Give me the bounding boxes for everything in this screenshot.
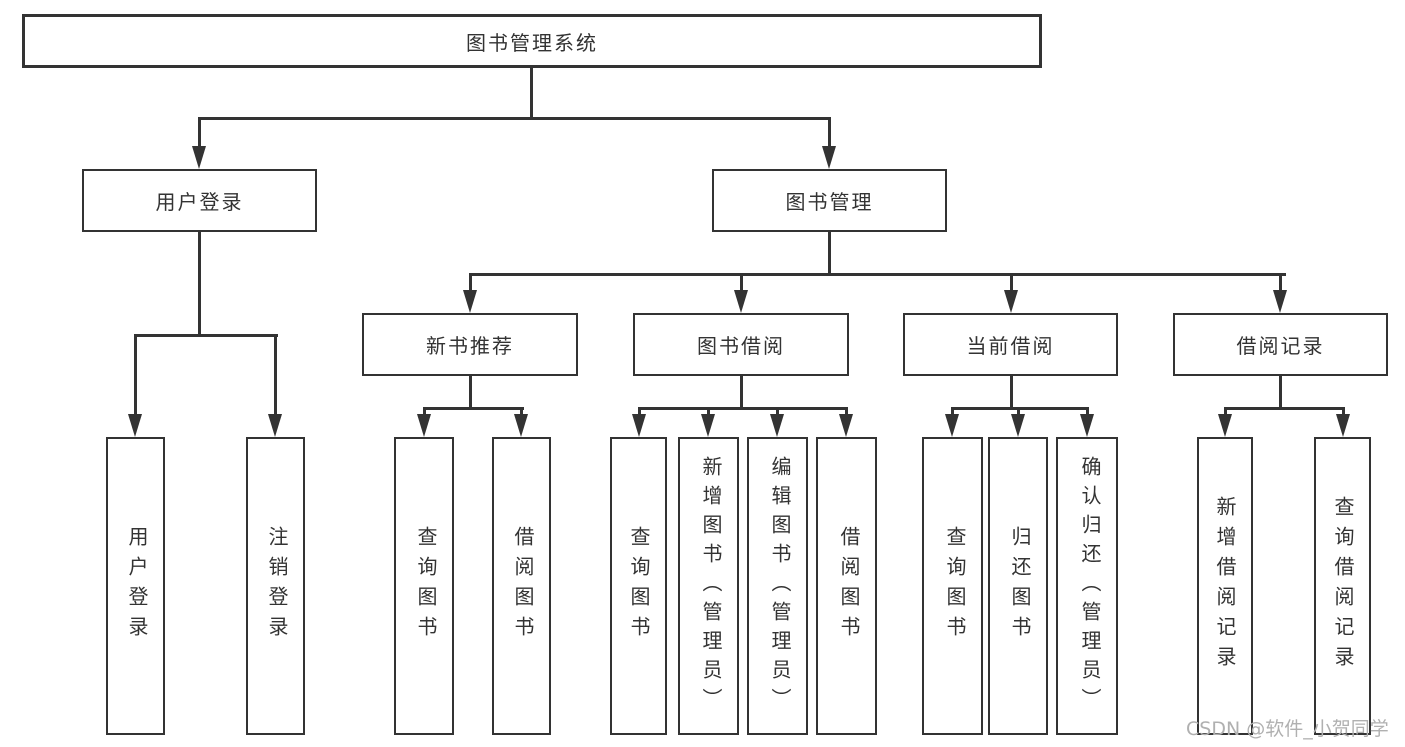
arrowhead-user-login bbox=[192, 146, 206, 169]
leaf-query-borrow-record: 查询借阅记录 bbox=[1314, 437, 1371, 735]
csdn-watermark: CSDN @软件_小贺同学 bbox=[1186, 718, 1389, 740]
arrowhead-leaf12 bbox=[1336, 414, 1350, 437]
connector-level2-bar bbox=[469, 273, 1286, 276]
arrowhead-leaf10 bbox=[1080, 414, 1094, 437]
node-label: 图书借阅 bbox=[697, 334, 785, 358]
arrowhead-leaf2 bbox=[417, 414, 431, 437]
connector-level1-bar bbox=[198, 117, 831, 120]
connector-user-login-bar bbox=[134, 334, 278, 337]
connector-arrow-leaf5-stem bbox=[707, 407, 710, 417]
arrowhead-recommend bbox=[463, 290, 477, 313]
node-user-login: 用户登录 bbox=[82, 169, 317, 232]
connector-arrow-current-stem bbox=[1010, 273, 1013, 293]
node-current-borrowing: 当前借阅 bbox=[903, 313, 1118, 376]
node-borrowing-records: 借阅记录 bbox=[1173, 313, 1388, 376]
arrowhead-leaf8 bbox=[945, 414, 959, 437]
connector-recommend-stem bbox=[469, 376, 472, 407]
node-root-library-system: 图书管理系统 bbox=[22, 14, 1042, 68]
node-new-book-recommend: 新书推荐 bbox=[362, 313, 578, 376]
connector-arrow-leaf-logout-stem bbox=[274, 334, 277, 416]
connector-records-bar bbox=[1224, 407, 1345, 410]
node-label: 借阅记录 bbox=[1236, 334, 1325, 358]
arrowhead-leaf4 bbox=[632, 414, 646, 437]
leaf-query-books-current: 查询图书 bbox=[922, 437, 983, 735]
connector-arrow-leaf6-stem bbox=[776, 407, 779, 417]
connector-arrow-leaf10-stem bbox=[1086, 407, 1089, 417]
arrowhead-leaf7 bbox=[839, 414, 853, 437]
leaf-edit-books-admin: 编辑图书（管理员） bbox=[747, 437, 808, 735]
leaf-add-borrow-record: 新增借阅记录 bbox=[1197, 437, 1253, 735]
leaf-query-books-recommend: 查询图书 bbox=[394, 437, 454, 735]
leaf-borrow-books-borrowing: 借阅图书 bbox=[816, 437, 877, 735]
leaf-add-books-admin: 新增图书（管理员） bbox=[678, 437, 739, 735]
connector-arrow-recommend-stem bbox=[469, 273, 472, 293]
node-label: 新书推荐 bbox=[426, 334, 514, 358]
arrowhead-leaf11 bbox=[1218, 414, 1232, 437]
connector-arrow-leaf12-stem bbox=[1342, 407, 1345, 417]
node-book-borrowing: 图书借阅 bbox=[633, 313, 849, 376]
connector-user-login-stem bbox=[198, 232, 201, 334]
connector-arrow-leaf8-stem bbox=[951, 407, 954, 417]
arrowhead-leaf3 bbox=[514, 414, 528, 437]
connector-arrow-user-login-stem bbox=[198, 117, 201, 149]
arrowhead-leaf9 bbox=[1011, 414, 1025, 437]
connector-borrowing-stem bbox=[740, 376, 743, 407]
connector-recommend-bar bbox=[423, 407, 524, 410]
leaf-logout: 注销登录 bbox=[246, 437, 305, 735]
connector-root-stem bbox=[530, 68, 533, 117]
node-label: 用户登录 bbox=[155, 190, 244, 214]
arrowhead-leaf6 bbox=[770, 414, 784, 437]
connector-current-stem bbox=[1010, 376, 1013, 407]
connector-arrow-leaf2-stem bbox=[423, 407, 426, 417]
leaf-user-login: 用户登录 bbox=[106, 437, 165, 735]
arrowhead-borrowing bbox=[734, 290, 748, 313]
arrowhead-book-mgmt bbox=[822, 146, 836, 169]
arrowhead-records bbox=[1273, 290, 1287, 313]
connector-arrow-book-mgmt-stem bbox=[828, 117, 831, 149]
node-book-management: 图书管理 bbox=[712, 169, 947, 232]
leaf-query-books-borrowing: 查询图书 bbox=[610, 437, 667, 735]
arrowhead-leaf-logout bbox=[268, 414, 282, 437]
arrowhead-leaf-login bbox=[128, 414, 142, 437]
connector-arrow-leaf11-stem bbox=[1224, 407, 1227, 417]
connector-arrow-leaf4-stem bbox=[638, 407, 641, 417]
node-label: 图书管理系统 bbox=[466, 30, 598, 55]
connector-arrow-leaf9-stem bbox=[1017, 407, 1020, 417]
connector-book-mgmt-stem bbox=[828, 232, 831, 273]
leaf-confirm-return-admin: 确认归还（管理员） bbox=[1056, 437, 1118, 735]
node-label: 当前借阅 bbox=[966, 334, 1055, 358]
connector-arrow-leaf7-stem bbox=[845, 407, 848, 417]
connector-arrow-borrowing-stem bbox=[740, 273, 743, 293]
connector-arrow-leaf-login-stem bbox=[134, 334, 137, 416]
arrowhead-leaf5 bbox=[701, 414, 715, 437]
connector-current-bar bbox=[951, 407, 1089, 410]
connector-arrow-leaf3-stem bbox=[520, 407, 523, 417]
leaf-borrow-books-recommend: 借阅图书 bbox=[492, 437, 551, 735]
connector-borrowing-bar bbox=[638, 407, 848, 410]
node-label: 图书管理 bbox=[785, 190, 874, 214]
leaf-return-books: 归还图书 bbox=[988, 437, 1048, 735]
arrowhead-current bbox=[1004, 290, 1018, 313]
connector-records-stem bbox=[1279, 376, 1282, 407]
connector-arrow-records-stem bbox=[1279, 273, 1282, 293]
